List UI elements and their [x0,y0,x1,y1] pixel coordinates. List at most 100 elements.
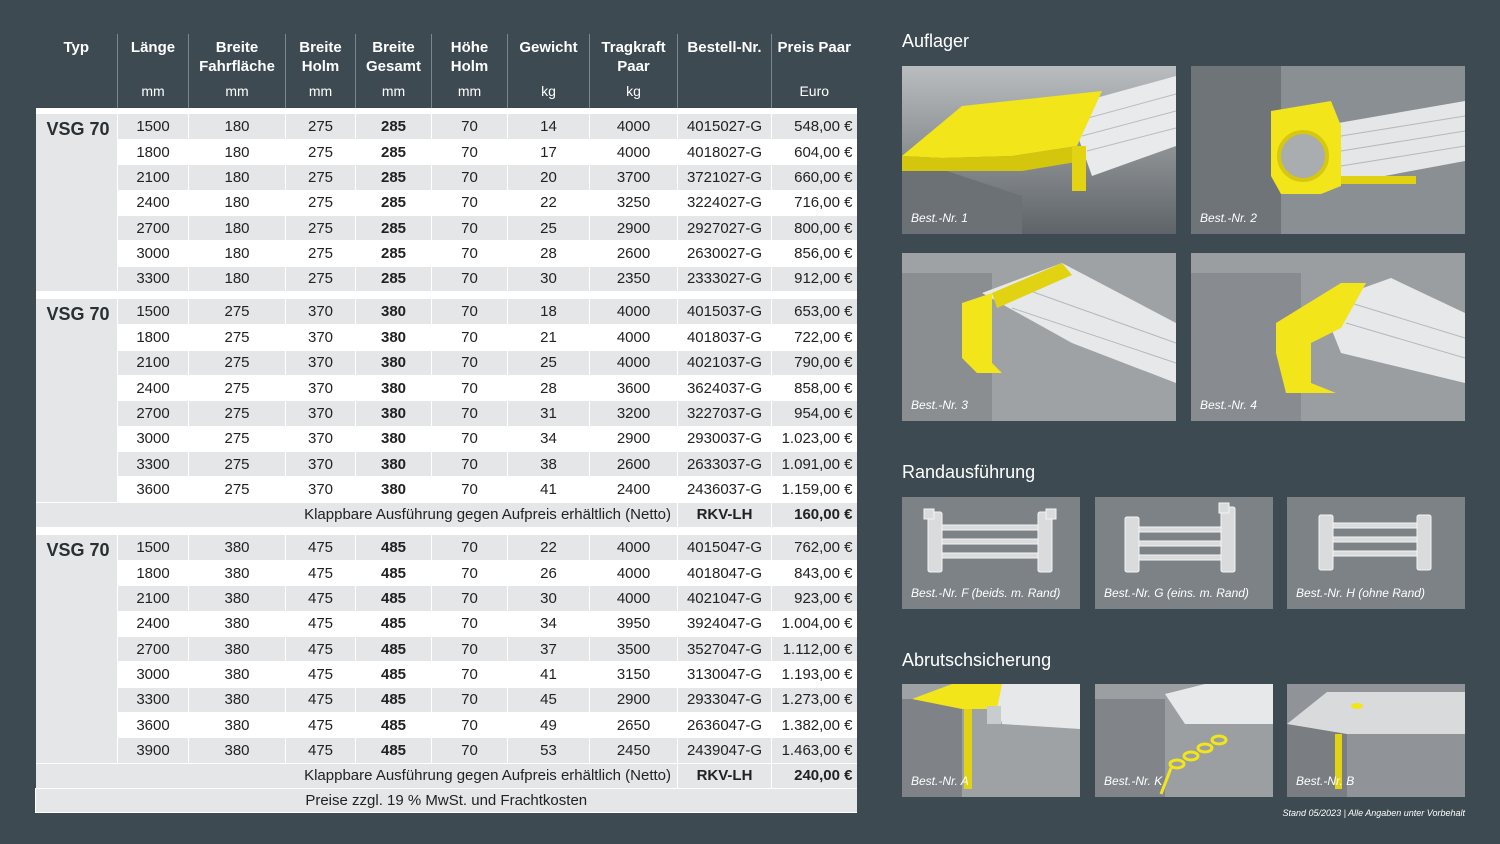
laenge-cell: 3300 [117,451,189,478]
laenge-cell: 3000 [117,240,189,267]
tragkraft-cell: 2600 [589,240,678,267]
breite-holm-cell: 275 [285,139,356,166]
surcharge-code: RKV-LH [677,763,772,789]
section-title-abrutschsicherung: Abrutschsicherung [902,650,1052,670]
gewicht-cell: 49 [507,712,590,739]
laenge-cell: 3000 [117,661,189,688]
breite-holm-cell: 370 [285,476,356,503]
gewicht-cell: 53 [507,737,590,764]
bestell-nr-cell: 2930037-G [677,426,772,452]
gewicht-cell: 28 [507,240,590,267]
bestell-nr-cell: 3130047-G [677,661,772,688]
abrutsch-tile-a: Best.-Nr. A [902,684,1080,797]
header-bestell-nr: Bestell-Nr. [677,34,772,108]
surcharge-note-text: Klappbare Ausführung gegen Aufpreis erhä… [35,502,678,528]
bestell-nr-cell: 4021037-G [677,350,772,376]
abrutsch-tile-b: Best.-Nr. B [1287,684,1465,797]
breite-gesamt-cell: 285 [355,164,432,191]
breite-holm-cell: 475 [285,661,356,688]
gewicht-cell: 41 [507,476,590,503]
profile-both-edges-icon [902,497,1080,609]
breite-gesamt-cell: 485 [355,712,432,739]
hoehe-holm-cell: 70 [431,375,508,402]
hoehe-holm-cell: 70 [431,190,508,216]
preis-cell: 1.463,00 € [771,737,857,764]
rand-caption-g: Best.-Nr. G (eins. m. Rand) [1104,586,1249,600]
breite-gesamt-cell: 380 [355,350,432,376]
breite-holm-cell: 275 [285,164,356,191]
table-footer-row: Preise zzgl. 19 % MwSt. und Frachtkosten [35,787,857,813]
bestell-nr-cell: 4018037-G [677,324,772,351]
section-title-randausfuehrung: Randausführung [902,462,1036,482]
breite-holm-cell: 475 [285,611,356,638]
hoehe-holm-cell: 70 [431,737,508,764]
profile-one-edge-icon [1095,497,1273,609]
breite-gesamt-cell: 380 [355,426,432,452]
bestell-nr-cell: 2636047-G [677,712,772,739]
bestell-nr-cell: 2927027-G [677,215,772,242]
breite-fahrflaeche-cell: 275 [188,350,286,376]
profile-no-edge-icon [1287,497,1465,609]
gewicht-cell: 22 [507,535,590,562]
breite-fahrflaeche-cell: 380 [188,661,286,688]
type-cell: VSG 70 [35,535,118,764]
breite-gesamt-cell: 380 [355,375,432,402]
preis-cell: 1.023,00 € [771,426,857,452]
tragkraft-cell: 2350 [589,266,678,292]
ramp-support-step-icon [1191,253,1465,421]
ramp-support-hook-icon [902,253,1176,421]
hoehe-holm-cell: 70 [431,451,508,478]
gewicht-cell: 25 [507,350,590,376]
auflager-caption-3: Best.-Nr. 3 [911,398,968,412]
tragkraft-cell: 3700 [589,164,678,191]
breite-fahrflaeche-cell: 380 [188,712,286,739]
breite-holm-cell: 370 [285,400,356,427]
surcharge-price: 160,00 € [771,502,857,528]
laenge-cell: 1800 [117,139,189,166]
tragkraft-cell: 3150 [589,661,678,688]
hoehe-holm-cell: 70 [431,687,508,714]
preis-cell: 790,00 € [771,350,857,376]
laenge-cell: 2400 [117,190,189,216]
breite-holm-cell: 275 [285,215,356,242]
breite-gesamt-cell: 485 [355,535,432,562]
type-cell: VSG 70 [35,114,118,292]
tragkraft-cell: 4000 [589,299,678,326]
rand-caption-h: Best.-Nr. H (ohne Rand) [1296,586,1425,600]
breite-gesamt-cell: 485 [355,611,432,638]
tragkraft-cell: 2900 [589,215,678,242]
laenge-cell: 2100 [117,164,189,191]
laenge-cell: 3300 [117,687,189,714]
preis-cell: 653,00 € [771,299,857,326]
hoehe-holm-cell: 70 [431,299,508,326]
laenge-cell: 2700 [117,400,189,427]
bestell-nr-cell: 2333027-G [677,266,772,292]
breite-fahrflaeche-cell: 180 [188,114,286,140]
breite-fahrflaeche-cell: 180 [188,139,286,166]
surcharge-note-text: Klappbare Ausführung gegen Aufpreis erhä… [35,763,678,789]
tragkraft-cell: 4000 [589,324,678,351]
hoehe-holm-cell: 70 [431,266,508,292]
type-cell: VSG 70 [35,299,118,503]
tragkraft-cell: 3500 [589,636,678,663]
bestell-nr-cell: 3721027-G [677,164,772,191]
breite-gesamt-cell: 380 [355,299,432,326]
tragkraft-cell: 4000 [589,350,678,376]
breite-holm-cell: 370 [285,350,356,376]
auflager-tile-2: Best.-Nr. 2 [1191,66,1465,234]
bestell-nr-cell: 2436037-G [677,476,772,503]
laenge-cell: 2400 [117,611,189,638]
header-typ: Typ [35,34,118,108]
laenge-cell: 3900 [117,737,189,764]
surcharge-note-row: Klappbare Ausführung gegen Aufpreis erhä… [35,763,857,789]
